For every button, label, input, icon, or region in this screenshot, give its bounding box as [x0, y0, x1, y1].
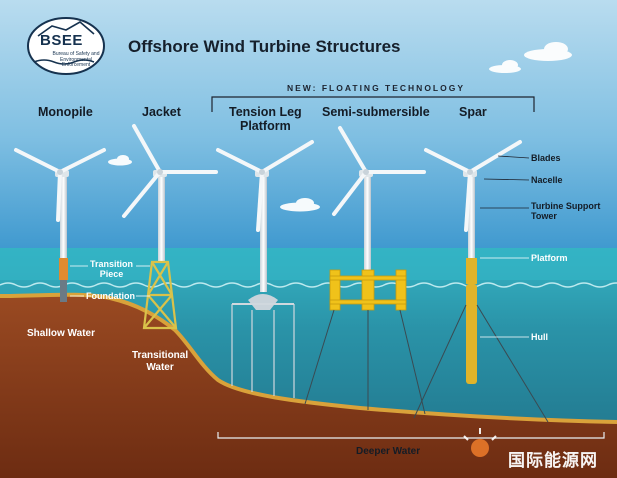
component-pointers: [480, 155, 530, 209]
monopile-transition-piece: [59, 258, 68, 280]
watermark-logo: [463, 428, 497, 457]
jacket-turbine: [122, 124, 218, 330]
spar-hull: [466, 284, 477, 384]
wave-line: [0, 282, 617, 288]
logo-acronym: BSEE: [40, 32, 83, 49]
floating-technology-banner: NEW: FLOATING TECHNOLOGY: [287, 83, 466, 93]
semi-submersible-turbine: [304, 126, 426, 415]
monopile-tower: [60, 176, 67, 258]
tension-leg-turbine: [216, 140, 314, 398]
label-deeper-water: Deeper Water: [356, 446, 421, 457]
monopile-foundation: [60, 280, 67, 302]
label-transitional-water: Transitional Water: [132, 350, 189, 373]
tlp-hull: [248, 294, 278, 310]
label-jacket: Jacket: [142, 105, 181, 119]
logo-subtitle: Bureau of Safety and Environmental Enfor…: [52, 51, 100, 68]
floating-bracket: [211, 96, 535, 112]
clouds: [108, 42, 572, 212]
spar-mooring: [413, 304, 549, 423]
label-blades: Blades: [531, 153, 561, 163]
label-platform: Platform: [531, 253, 568, 263]
tlp-tower: [260, 176, 267, 292]
page-title: Offshore Wind Turbine Structures: [128, 37, 401, 56]
label-turbine-support-tower: Turbine Support Tower: [531, 201, 601, 221]
label-hull: Hull: [531, 332, 548, 342]
sea-surface-band: [0, 248, 617, 280]
bsee-logo: [27, 17, 105, 75]
deeper-water-bracket: [217, 432, 605, 439]
jacket-tower: [158, 176, 165, 262]
tlp-tendons: [231, 304, 295, 398]
label-semi-submersible: Semi-submersible: [322, 105, 430, 119]
jacket-lattice: [142, 260, 178, 330]
spar-turbine: [413, 140, 549, 423]
spar-tower: [468, 176, 475, 258]
seabed: [0, 294, 617, 478]
label-shallow-water: Shallow Water: [27, 328, 95, 339]
label-monopile: Monopile: [38, 105, 93, 119]
label-tension-leg-platform: Tension Leg Platform: [229, 105, 302, 133]
semi-mooring: [304, 309, 426, 415]
label-foundation: Foundation: [86, 291, 135, 301]
seabed-edge: [0, 292, 617, 424]
label-nacelle: Nacelle: [531, 175, 563, 185]
underwater-pointers: [70, 257, 529, 338]
spar-platform: [466, 258, 477, 284]
label-spar: Spar: [459, 105, 487, 119]
watermark-text: 国际能源网: [508, 451, 598, 470]
semi-tower: [364, 176, 371, 272]
monopile-turbine: [14, 148, 106, 302]
semi-platform: [329, 269, 407, 311]
label-transition-piece: Transition Piece: [90, 259, 134, 279]
